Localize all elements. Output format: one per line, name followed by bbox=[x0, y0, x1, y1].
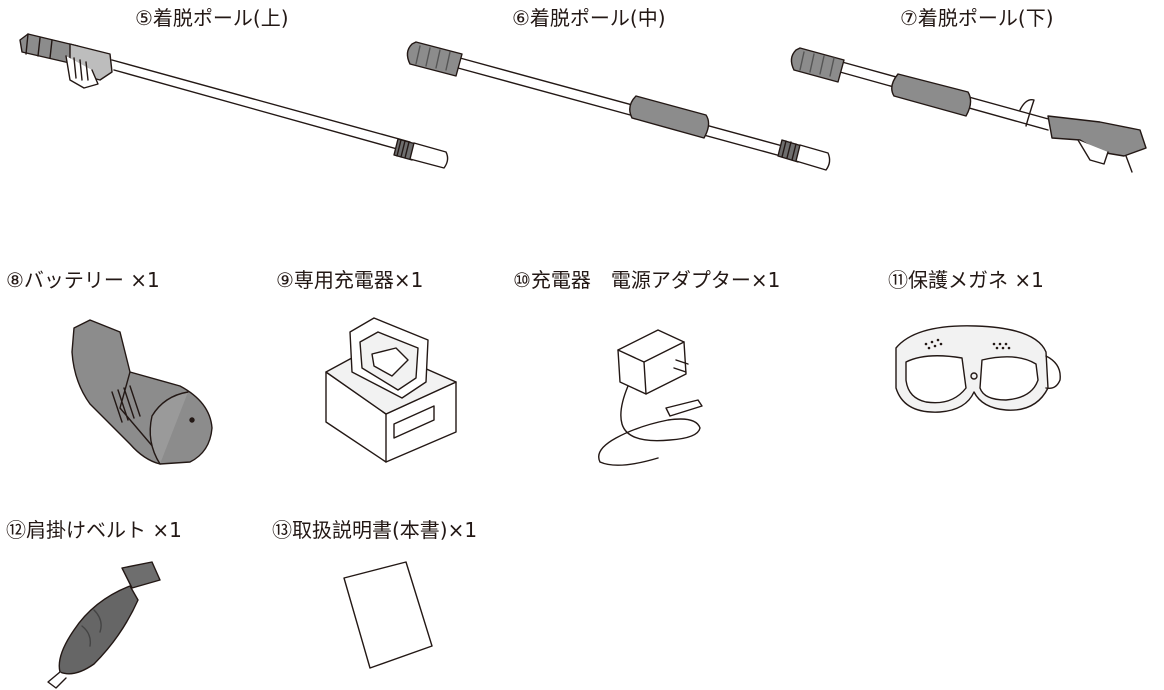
middle-pole-icon bbox=[0, 0, 840, 190]
part-12-label: ⑫肩掛けベルト ×1 bbox=[6, 518, 182, 542]
safety-goggles-icon bbox=[886, 318, 1066, 428]
power-adapter-icon bbox=[588, 320, 728, 470]
battery-icon bbox=[60, 312, 230, 472]
shoulder-belt-icon bbox=[34, 560, 164, 690]
part-11-label: ⑪保護メガネ ×1 bbox=[888, 268, 1044, 292]
part-7-label: ⑦着脱ポール(下) bbox=[900, 6, 1054, 30]
upper-pole-icon bbox=[0, 0, 460, 180]
part-5-label: ⑤着脱ポール(上) bbox=[135, 6, 289, 30]
part-9-label: ⑨専用充電器×1 bbox=[276, 268, 424, 292]
lower-pole-icon bbox=[0, 0, 1160, 200]
manual-icon bbox=[342, 560, 442, 680]
part-13-label: ⑬取扱説明書(本書)×1 bbox=[272, 518, 478, 542]
part-6-label: ⑥着脱ポール(中) bbox=[512, 6, 666, 30]
charger-icon bbox=[316, 312, 466, 472]
part-10-label: ⑩充電器 電源アダプター×1 bbox=[513, 268, 781, 292]
part-8-label: ⑧バッテリー ×1 bbox=[6, 268, 160, 292]
